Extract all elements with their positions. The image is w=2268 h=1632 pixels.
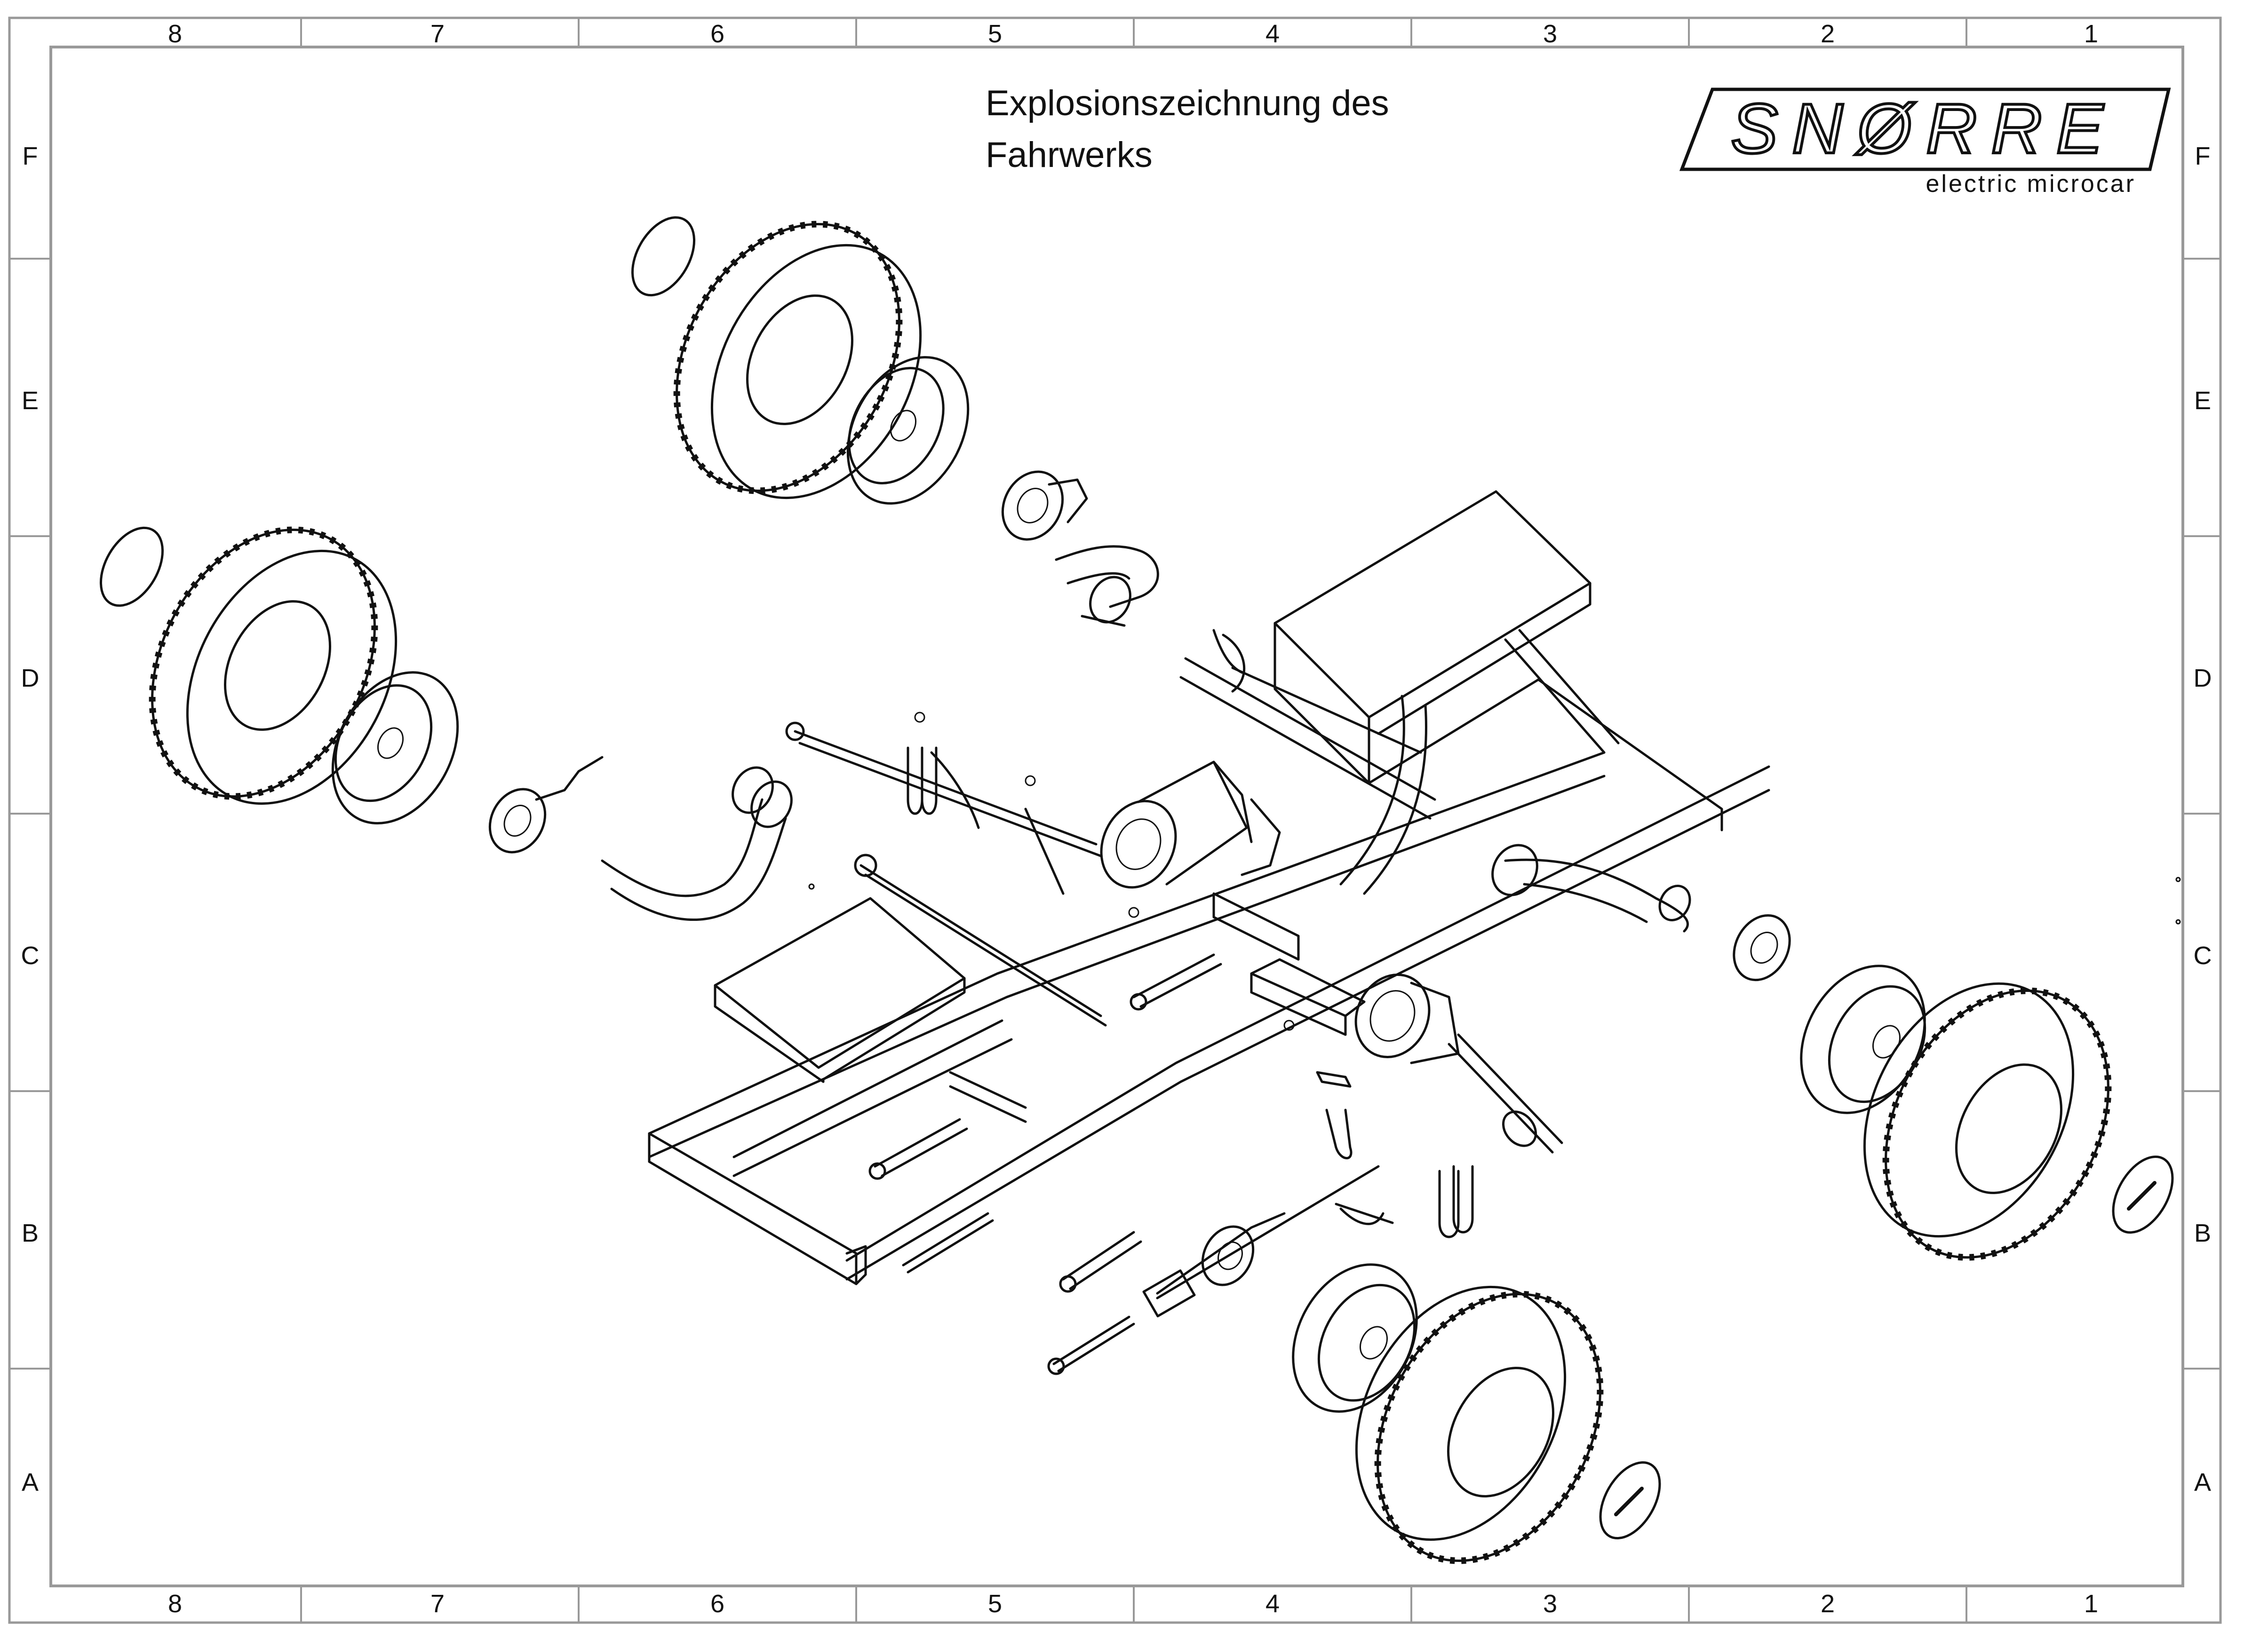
row-ticks — [9, 258, 2220, 1370]
col-label-2: 2 — [1821, 20, 1835, 48]
row-label-A-right: A — [2194, 1468, 2211, 1497]
col-label-2-bottom: 2 — [1821, 1590, 1835, 1618]
row-labels-right: F E D C B A — [2194, 142, 2212, 1497]
spring-clamp — [1316, 1071, 1353, 1159]
brand-tagline: electric microcar — [1926, 170, 2136, 198]
column-labels-bottom: 8 7 6 5 4 3 2 1 — [168, 1590, 2098, 1618]
col-label-8: 8 — [168, 20, 182, 48]
row-label-D-right: D — [2194, 664, 2212, 692]
steering-rack — [785, 721, 1102, 895]
brake-assembly-rear-left — [488, 756, 604, 854]
ladder-frame — [648, 629, 1770, 1285]
tie-rod-left — [854, 854, 1107, 1027]
differential — [1354, 973, 1460, 1064]
outer-border — [8, 16, 2222, 1624]
brake-assembly-front-left — [1001, 470, 1088, 541]
drawing-title-line1: Explosionszeichnung des — [986, 83, 1389, 123]
column-ticks — [300, 18, 1967, 1623]
col-label-8-bottom: 8 — [168, 1590, 182, 1618]
col-label-5-bottom: 5 — [988, 1590, 1002, 1618]
row-label-E: E — [22, 387, 39, 415]
battery-box — [1273, 490, 1723, 832]
rear-right-wheel — [1292, 1263, 1661, 1564]
swing-arm-rear-left — [601, 766, 793, 921]
front-right-wheel — [1800, 965, 2174, 1261]
row-label-F-right: F — [2195, 142, 2211, 170]
row-label-E-right: E — [2194, 387, 2211, 415]
column-labels-top: 8 7 6 5 4 3 2 1 — [168, 20, 2098, 48]
row-label-D: D — [21, 664, 40, 692]
hubcap — [1599, 1461, 1661, 1540]
col-label-1: 1 — [2084, 20, 2098, 48]
row-label-A: A — [22, 1468, 39, 1497]
col-label-4-bottom: 4 — [1265, 1590, 1280, 1618]
shock-absorber-3 — [1059, 1231, 1142, 1293]
shock-absorber-2 — [1130, 953, 1222, 1011]
col-label-6-bottom: 6 — [710, 1590, 724, 1618]
swing-arm-front-left — [1055, 545, 1159, 627]
drive-shaft — [1448, 1033, 1563, 1154]
col-label-3: 3 — [1543, 20, 1557, 48]
row-label-B-right: B — [2194, 1219, 2211, 1247]
rear-left-wheel — [99, 526, 459, 824]
floor-tray — [714, 897, 966, 1083]
drawing-title-line2: Fahrwerks — [986, 135, 1153, 175]
inner-border — [49, 46, 2184, 1587]
swing-arm-front-right — [1491, 844, 1691, 933]
rim — [1292, 1263, 1418, 1413]
col-label-7-bottom: 7 — [430, 1590, 445, 1618]
front-left-wheel — [631, 216, 970, 505]
col-label-4: 4 — [1265, 20, 1280, 48]
u-bolt-right — [1438, 1165, 1474, 1238]
row-label-B: B — [22, 1219, 39, 1247]
brand-logo: SNØRRE electric microcar — [1679, 87, 2171, 198]
bracket — [1335, 1203, 1394, 1225]
rim — [331, 671, 459, 824]
row-label-C: C — [21, 942, 40, 970]
hubcap-ring — [631, 216, 696, 297]
row-label-F: F — [23, 142, 38, 170]
col-label-7: 7 — [430, 20, 445, 48]
row-labels-left: F E D C B A — [21, 142, 40, 1497]
brake-assembly-front-right — [1733, 914, 1791, 982]
col-label-5: 5 — [988, 20, 1002, 48]
hubcap — [2112, 1155, 2174, 1234]
col-label-3-bottom: 3 — [1543, 1590, 1557, 1618]
hubcap-ring — [99, 526, 164, 607]
rear-axle-tube — [1179, 634, 1436, 820]
col-label-1-bottom: 1 — [2084, 1590, 2098, 1618]
tie-rod-right — [902, 1165, 1380, 1375]
shock-absorber-1 — [868, 1118, 968, 1180]
brand-logo-text: SNØRRE — [1731, 89, 2117, 168]
row-label-C-right: C — [2194, 942, 2212, 970]
electric-motor — [1100, 761, 1281, 889]
brake-assembly-rear-right — [1142, 1212, 1286, 1317]
col-label-6: 6 — [710, 20, 724, 48]
fasteners — [808, 712, 2181, 1031]
u-bolt-left — [907, 746, 938, 815]
